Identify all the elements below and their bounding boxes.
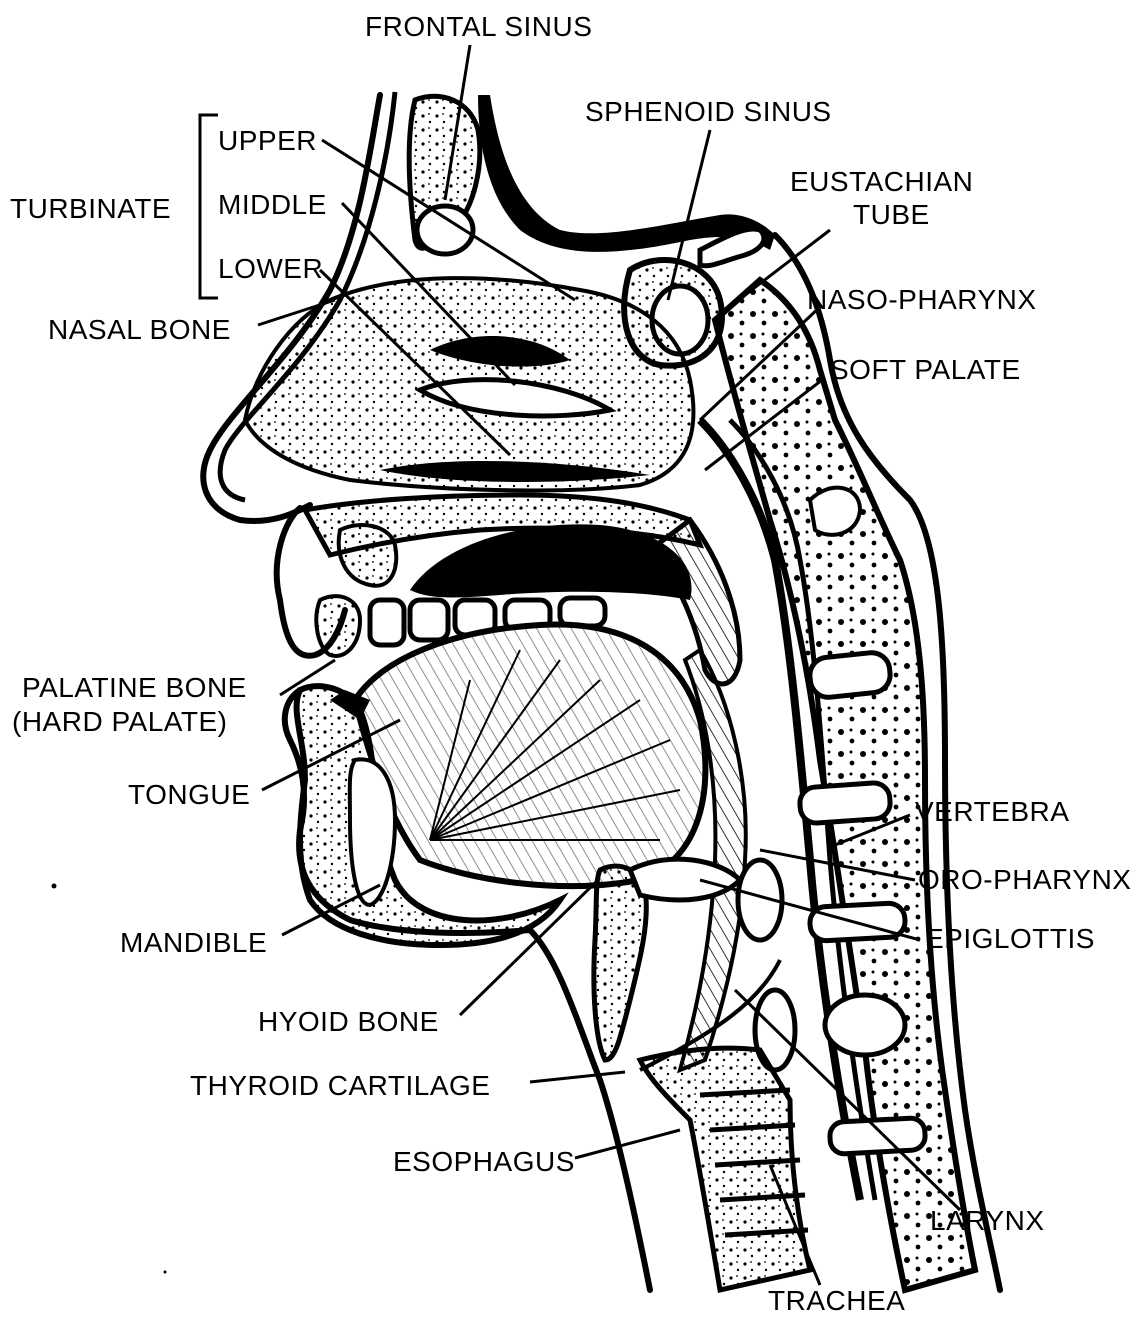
label-hyoid-bone: HYOID BONE: [258, 1008, 439, 1036]
label-esophagus: ESOPHAGUS: [393, 1148, 575, 1176]
label-epiglottis: EPIGLOTTIS: [925, 925, 1095, 953]
label-palatine-bone-line1: PALATINE BONE: [22, 674, 247, 702]
label-eustachian-tube-line1: EUSTACHIAN: [790, 168, 973, 196]
label-middle: MIDDLE: [218, 191, 327, 219]
label-upper: UPPER: [218, 127, 317, 155]
label-lower: LOWER: [218, 255, 323, 283]
label-thyroid-cartilage: THYROID CARTILAGE: [190, 1072, 490, 1100]
label-oro-pharynx: ORO-PHARYNX: [918, 866, 1131, 894]
label-mandible: MANDIBLE: [120, 929, 267, 957]
label-tongue: TONGUE: [128, 781, 250, 809]
label-soft-palate: SOFT PALATE: [830, 356, 1021, 384]
label-palatine-bone-line2: (HARD PALATE): [12, 708, 228, 736]
nasal-cavity: [245, 278, 693, 490]
turbinate-bracket: [200, 115, 218, 298]
label-vertebra: VERTEBRA: [915, 798, 1069, 826]
label-sphenoid-sinus: SPHENOID SINUS: [585, 98, 832, 126]
label-naso-pharynx: NASO-PHARYNX: [807, 286, 1037, 314]
label-trachea: TRACHEA: [768, 1287, 905, 1315]
label-eustachian-tube-line2: TUBE: [853, 201, 930, 229]
frontal-sinus-shape: [409, 96, 480, 254]
label-nasal-bone: NASAL BONE: [48, 316, 231, 344]
label-frontal-sinus: FRONTAL SINUS: [365, 13, 592, 41]
label-turbinate: TURBINATE: [10, 195, 171, 223]
label-larynx: LARYNX: [930, 1207, 1045, 1235]
tongue-shape: [355, 624, 705, 886]
